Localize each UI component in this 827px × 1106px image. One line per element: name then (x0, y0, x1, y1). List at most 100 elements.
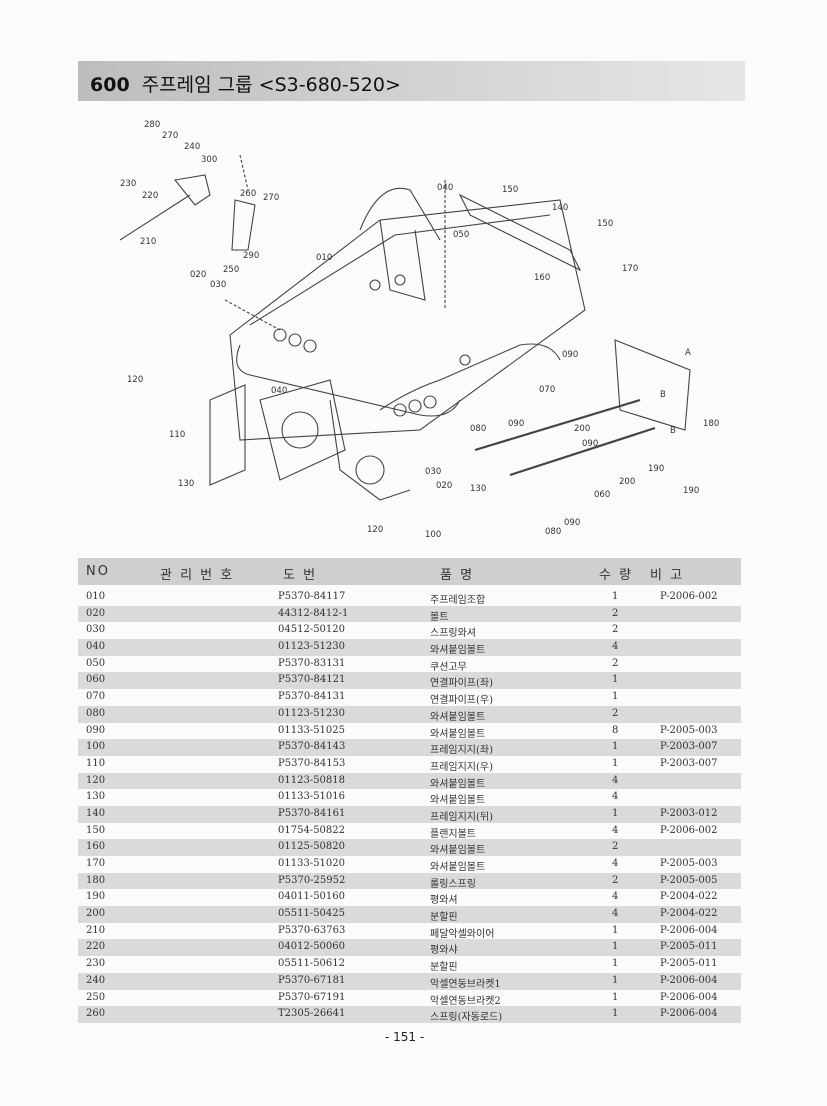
cell-name: 스프링(자동로드) (430, 1012, 503, 1024)
cell-name: 와셔붙임볼트 (430, 711, 486, 723)
cell-drawing: P5370-84131 (278, 691, 346, 703)
cell-no: 130 (86, 791, 106, 803)
callout: 020 (190, 270, 206, 280)
cell-note: P-2004-022 (660, 891, 718, 903)
parts-table-header: NO 관 리 번 호 도 번 품 명 수 량 비 고 (78, 558, 741, 585)
callout: 090 (508, 419, 524, 429)
cell-no: 210 (86, 924, 106, 936)
cell-name: 볼트 (430, 611, 449, 623)
header-drawing-number: 도 번 (283, 568, 318, 583)
cell-drawing: P5370-67191 (278, 991, 346, 1003)
cell-no: 070 (86, 691, 106, 703)
cell-note: P-2004-022 (660, 908, 718, 920)
cell-no: 200 (86, 908, 106, 920)
callout: 080 (470, 424, 486, 434)
cell-name: 프레임지지(뒤) (430, 811, 494, 823)
callout: 200 (574, 424, 590, 434)
header-no: NO (86, 564, 110, 579)
callout: 010 (316, 253, 332, 263)
left-support (209, 384, 246, 486)
frame-top-rail (249, 214, 551, 326)
cell-no: 180 (86, 874, 106, 886)
callout: 090 (562, 350, 578, 360)
callout: 020 (436, 481, 452, 491)
frame-arch-rear (379, 219, 426, 301)
cell-no: 170 (86, 858, 106, 869)
cell-no: 040 (86, 641, 106, 653)
cell-drawing: P5370-63763 (278, 924, 346, 936)
frame-bottom (329, 399, 411, 501)
callout: A (685, 348, 691, 358)
cell-qty: 1 (612, 958, 619, 970)
callout: 170 (622, 264, 638, 274)
callout: 180 (703, 419, 719, 429)
cell-note: P-2005-003 (660, 724, 718, 736)
right-bracket-plate (614, 339, 691, 431)
cell-no: 230 (86, 958, 106, 970)
callout: 050 (453, 230, 469, 240)
cell-drawing: 01133-51016 (278, 791, 346, 803)
cell-qty: 1 (612, 591, 619, 602)
cell-no: 260 (86, 1008, 106, 1020)
cell-name: 와셔붙임볼트 (430, 778, 486, 790)
cell-name: 연결파이프(좌) (430, 678, 494, 690)
callout: 040 (437, 183, 453, 193)
cell-name: 와셔붙임볼트 (430, 795, 486, 807)
cell-drawing: 01125-50820 (278, 841, 346, 853)
cell-qty: 2 (612, 841, 619, 853)
cell-no: 080 (86, 707, 106, 719)
frame-arch (359, 187, 441, 241)
callout: 270 (263, 193, 279, 203)
cell-drawing: P5370-67181 (278, 974, 346, 986)
cell-drawing: 01133-51020 (278, 858, 346, 869)
cell-qty: 4 (612, 824, 619, 836)
cell-qty: 1 (612, 807, 619, 819)
callout: 120 (367, 525, 383, 535)
diagram-callouts: 280 270 240 300 230 220 260 270 210 290 … (120, 120, 719, 540)
page-title: 600 주프레임 그룹 <S3-680-520> (90, 70, 401, 97)
callout: 040 (271, 386, 287, 396)
cell-note: P-2006-004 (660, 974, 718, 986)
cell-qty: 1 (612, 974, 619, 986)
cell-name: 평와샤 (430, 945, 458, 957)
callout: 110 (169, 430, 185, 440)
cell-qty: 4 (612, 891, 619, 903)
callout: 270 (162, 131, 178, 141)
cell-note: P-2006-004 (660, 1008, 718, 1020)
cell-name: 플랜지볼트 (430, 828, 476, 840)
engine-block (259, 379, 346, 481)
cell-note: P-2005-005 (660, 874, 718, 886)
header-note: 비 고 (650, 568, 685, 583)
cell-no: 150 (86, 824, 106, 836)
cell-drawing: 04012-50060 (278, 941, 346, 953)
callout: 190 (648, 464, 664, 474)
cell-no: 140 (86, 807, 106, 819)
cell-no: 220 (86, 941, 106, 953)
cell-no: 090 (86, 724, 106, 736)
rear-support-bracket (458, 193, 582, 272)
cell-name: 와셔붙임볼트 (430, 862, 486, 873)
cell-drawing: P5370-84121 (278, 674, 346, 686)
cell-name: 분할핀 (430, 962, 458, 974)
cell-qty: 4 (612, 858, 619, 869)
cell-name: 프레임지지(우) (430, 761, 494, 773)
callout: B (670, 426, 676, 436)
cell-name: 악셀연동브라켓1 (430, 978, 501, 990)
cell-qty: 4 (612, 774, 619, 786)
cell-drawing: P5370-84117 (278, 591, 346, 602)
cell-drawing: 04011-50160 (278, 891, 346, 903)
group-number: 600 (90, 74, 130, 96)
cell-drawing: 01123-50818 (278, 774, 346, 786)
